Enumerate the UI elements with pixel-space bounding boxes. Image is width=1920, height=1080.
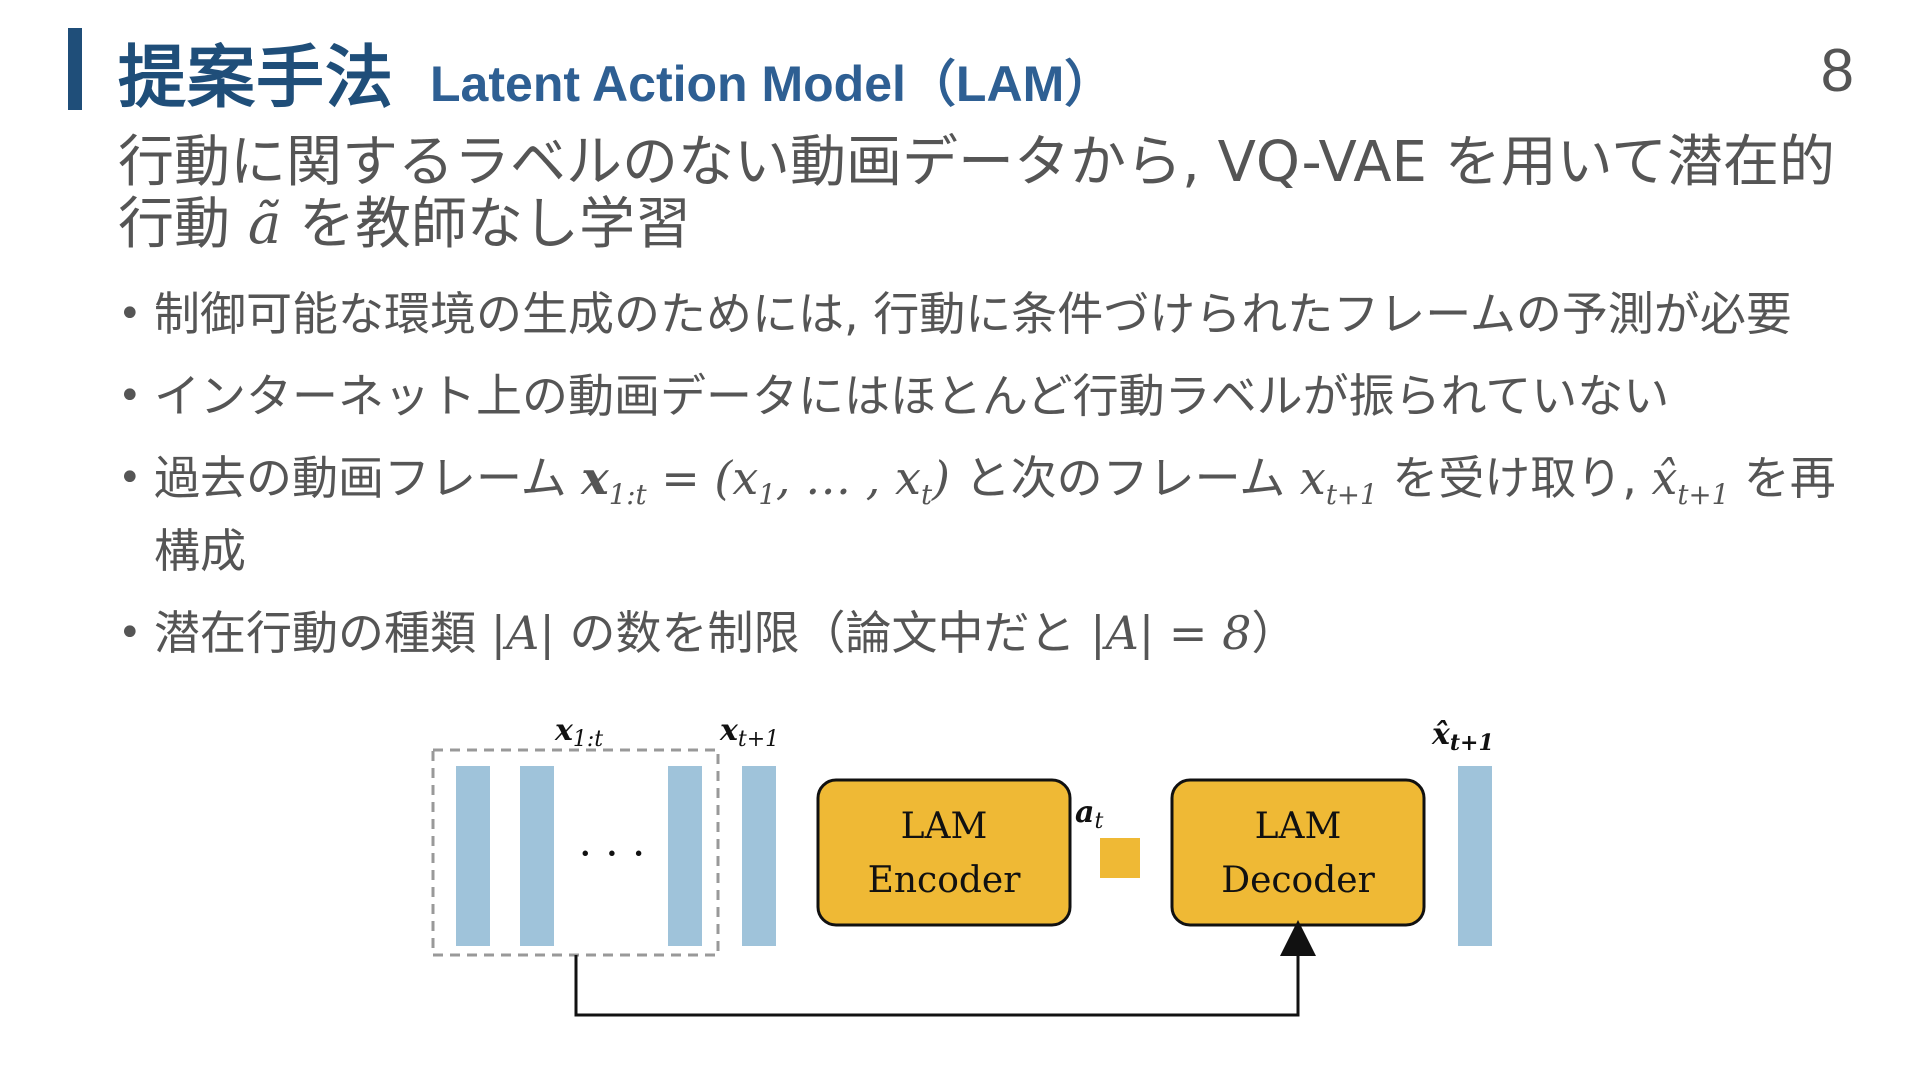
label-a-t: at xyxy=(1075,795,1103,834)
label-x-1-t-sub: 1:t xyxy=(573,727,603,752)
lead-math-a-tilde: ã xyxy=(247,192,282,257)
math-x-hat: x̂ xyxy=(1651,451,1678,505)
lead-text: 行動に関するラベルのない動画データから, VQ-VAE を用いて潜在的 行動 ã… xyxy=(118,132,1838,256)
lam-decoder-box xyxy=(1170,778,1426,927)
label-a-t-main: a xyxy=(1075,795,1094,830)
label-x-hat-main: x̂ xyxy=(1431,717,1451,752)
math-sub: 1:t xyxy=(608,478,647,512)
math-sub: t+1 xyxy=(1325,478,1378,512)
lam-encoder-box xyxy=(816,778,1072,927)
slide-title-row: 提案手法 Latent Action Model（LAM） xyxy=(118,22,1114,118)
skip-connection-arrow xyxy=(574,920,1316,1017)
lam-decoder-line2: Decoder xyxy=(1221,860,1375,901)
math-card-a-eq: |A| = 8 xyxy=(1090,606,1252,661)
bullet-text: 制御可能な環境の生成のためには, 行動に条件づけられたフレームの予測が必要 xyxy=(154,287,1792,341)
bullet-text-pre: 潜在行動の種類 xyxy=(154,606,491,661)
math-eq: = (x xyxy=(646,451,759,505)
bullet-dot-icon: • xyxy=(118,373,142,419)
bullet-item: • 制御可能な環境の生成のためには, 行動に条件づけられたフレームの予測が必要 xyxy=(118,286,1858,342)
bullet-text-end: ） xyxy=(1251,606,1298,661)
lead-line-1: 行動に関するラベルのない動画データから, VQ-VAE を用いて潜在的 xyxy=(118,130,1836,195)
lam-decoder-line1: LAM xyxy=(1255,806,1342,847)
frame-bar xyxy=(520,766,554,946)
math-sub: 1 xyxy=(758,478,776,512)
label-x-hat-sub: t+1 xyxy=(1450,730,1494,756)
math-sub: t xyxy=(920,478,933,512)
frame-bar xyxy=(668,766,702,946)
math-close: ) xyxy=(932,451,950,505)
lead-line-2-post: を教師なし学習 xyxy=(281,192,692,257)
title-accent-bar xyxy=(68,28,82,110)
lam-encoder-line2: Encoder xyxy=(868,860,1022,901)
bullet-text-mid: と次のフレーム xyxy=(950,451,1300,505)
lam-diagram: · · · x1:t xt+1 LAM Encoder at LAM Decod… xyxy=(431,713,1494,1017)
math-card-a: |A| xyxy=(490,606,555,661)
bullet-dot-icon: • xyxy=(118,610,142,657)
label-x-1-t: x1:t xyxy=(554,713,603,752)
bullet-text-end: を再構成 xyxy=(154,451,1836,579)
label-x-t-plus-1-main: x xyxy=(719,713,739,748)
label-x-1-t-main: x xyxy=(554,713,574,748)
slide-title: 提案手法 xyxy=(118,39,395,118)
bullet-item: • 潜在行動の種類 |A| の数を制限（論文中だと |A| = 8） xyxy=(118,605,1858,661)
label-x-t-plus-1: xt+1 xyxy=(719,713,779,752)
bullet-text-mid2: を受け取り, xyxy=(1377,451,1652,505)
frame-bar xyxy=(456,766,490,946)
slide-subtitle: Latent Action Model（LAM） xyxy=(430,56,1115,112)
label-x-t-plus-1-sub: t+1 xyxy=(738,727,779,752)
lead-line-2-pre: 行動 xyxy=(118,192,248,257)
frame-dots: · · · xyxy=(579,829,646,878)
bullet-dot-icon: • xyxy=(118,291,142,337)
page-number: 8 xyxy=(1820,37,1854,104)
reconstructed-frame-bar xyxy=(1458,766,1492,946)
latent-action-square xyxy=(1100,838,1140,878)
math-sub: t+1 xyxy=(1677,478,1730,512)
next-frame-bar xyxy=(742,766,776,946)
bullet-text-mid: の数を制限（論文中だと xyxy=(554,606,1091,661)
label-x-hat-t-plus-1: x̂t+1 xyxy=(1431,717,1494,756)
math-mid: , … , x xyxy=(775,451,921,505)
bullet-list: • 制御可能な環境の生成のためには, 行動に条件づけられたフレームの予測が必要 … xyxy=(118,286,1858,687)
math-x-bold: x xyxy=(581,451,609,505)
bullet-item: • 過去の動画フレーム x1:t = (x1, … , xt) と次のフレーム … xyxy=(118,450,1858,579)
lead-line-2: 行動 ã を教師なし学習 xyxy=(118,194,1838,256)
bullet-dot-icon: • xyxy=(118,455,142,501)
bullet-text-pre: 過去の動画フレーム xyxy=(154,451,582,505)
math-x-next: x xyxy=(1299,451,1326,505)
lam-encoder-line1: LAM xyxy=(901,806,988,847)
bullet-text: インターネット上の動画データにはほとんど行動ラベルが振られていない xyxy=(154,369,1670,423)
bullet-item: • インターネット上の動画データにはほとんど行動ラベルが振られていない xyxy=(118,368,1858,424)
label-a-t-sub: t xyxy=(1094,809,1103,834)
